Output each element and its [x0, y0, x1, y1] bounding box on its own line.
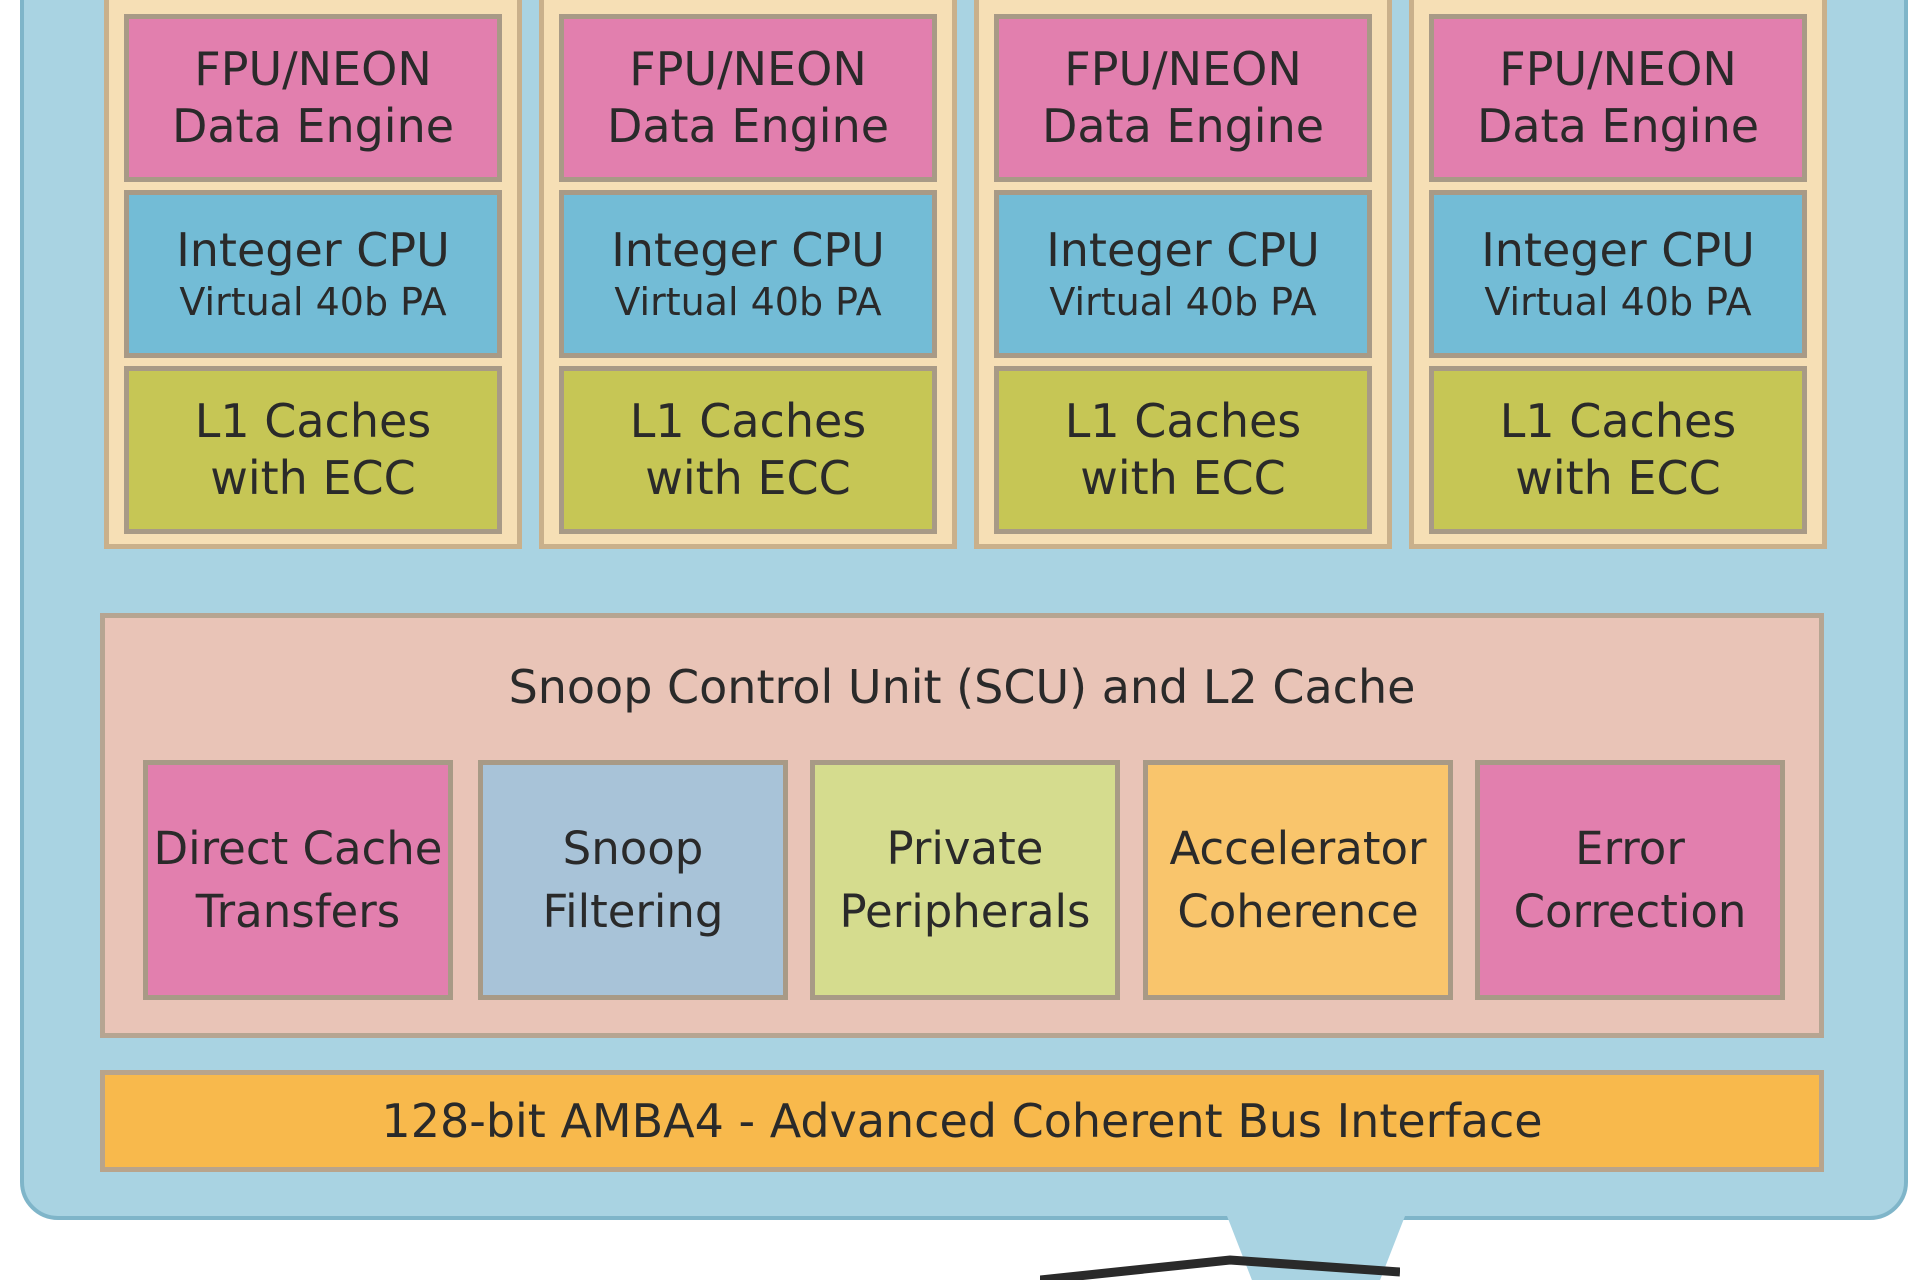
fpu-neon-block: FPU/NEON Data Engine	[124, 14, 502, 182]
amba4-bus-interface: 128-bit AMBA4 - Advanced Coherent Bus In…	[100, 1070, 1824, 1172]
fpu-title: FPU/NEON	[629, 41, 867, 96]
feature-label-line2: Correction	[1513, 885, 1747, 938]
l1-cache-title: L1 Caches	[1499, 393, 1737, 448]
feature-snoop-filtering: Snoop Filtering	[478, 760, 788, 1000]
fpu-title: FPU/NEON	[194, 41, 432, 96]
bus-label: 128-bit AMBA4 - Advanced Coherent Bus In…	[381, 1094, 1543, 1148]
connector-wire	[1040, 1255, 1400, 1280]
core-0: FPU/NEON Data Engine Integer CPU Virtual…	[104, 0, 522, 549]
feature-label-line2: Filtering	[542, 885, 724, 938]
feature-label-line1: Snoop	[562, 822, 704, 875]
l1-cache-title: L1 Caches	[194, 393, 432, 448]
feature-private-peripherals: Private Peripherals	[810, 760, 1120, 1000]
fpu-subtitle: Data Engine	[1476, 99, 1760, 153]
integer-cpu-title: Integer CPU	[611, 222, 885, 277]
core-2: FPU/NEON Data Engine Integer CPU Virtual…	[974, 0, 1392, 549]
processor-cluster: FPU/NEON Data Engine Integer CPU Virtual…	[20, 0, 1908, 1220]
integer-cpu-block: Integer CPU Virtual 40b PA	[1429, 190, 1807, 358]
fpu-neon-block: FPU/NEON Data Engine	[994, 14, 1372, 182]
feature-label-line1: Direct Cache	[153, 822, 443, 875]
integer-cpu-subtitle: Virtual 40b PA	[614, 280, 882, 324]
integer-cpu-subtitle: Virtual 40b PA	[179, 280, 447, 324]
fpu-neon-block: FPU/NEON Data Engine	[559, 14, 937, 182]
feature-accelerator-coherence: Accelerator Coherence	[1143, 760, 1453, 1000]
l1-cache-block: L1 Caches with ECC	[994, 366, 1372, 534]
l1-cache-subtitle: with ECC	[1515, 451, 1721, 505]
scu-title: Snoop Control Unit (SCU) and L2 Cache	[508, 660, 1416, 714]
l1-cache-subtitle: with ECC	[1080, 451, 1286, 505]
fpu-title: FPU/NEON	[1064, 41, 1302, 96]
l1-cache-block: L1 Caches with ECC	[559, 366, 937, 534]
core-1: FPU/NEON Data Engine Integer CPU Virtual…	[539, 0, 957, 549]
l1-cache-subtitle: with ECC	[645, 451, 851, 505]
feature-label-line1: Error	[1575, 822, 1685, 875]
integer-cpu-block: Integer CPU Virtual 40b PA	[124, 190, 502, 358]
feature-direct-cache-transfers: Direct Cache Transfers	[143, 760, 453, 1000]
l1-cache-title: L1 Caches	[1064, 393, 1302, 448]
feature-error-correction: Error Correction	[1475, 760, 1785, 1000]
core-3: FPU/NEON Data Engine Integer CPU Virtual…	[1409, 0, 1827, 549]
feature-label-line2: Transfers	[195, 885, 401, 938]
integer-cpu-block: Integer CPU Virtual 40b PA	[994, 190, 1372, 358]
integer-cpu-title: Integer CPU	[1046, 222, 1320, 277]
l1-cache-block: L1 Caches with ECC	[124, 366, 502, 534]
l1-cache-block: L1 Caches with ECC	[1429, 366, 1807, 534]
feature-label-line2: Coherence	[1177, 885, 1419, 938]
snoop-control-unit: Snoop Control Unit (SCU) and L2 Cache Di…	[100, 613, 1824, 1038]
integer-cpu-subtitle: Virtual 40b PA	[1049, 280, 1317, 324]
integer-cpu-subtitle: Virtual 40b PA	[1484, 280, 1752, 324]
feature-label-line1: Accelerator	[1169, 822, 1427, 875]
fpu-neon-block: FPU/NEON Data Engine	[1429, 14, 1807, 182]
fpu-subtitle: Data Engine	[1041, 99, 1325, 153]
l1-cache-subtitle: with ECC	[210, 451, 416, 505]
feature-label-line2: Peripherals	[839, 885, 1091, 938]
l1-cache-title: L1 Caches	[629, 393, 867, 448]
fpu-subtitle: Data Engine	[171, 99, 455, 153]
feature-label-line1: Private	[886, 822, 1044, 875]
fpu-title: FPU/NEON	[1499, 41, 1737, 96]
integer-cpu-title: Integer CPU	[176, 222, 450, 277]
integer-cpu-block: Integer CPU Virtual 40b PA	[559, 190, 937, 358]
fpu-subtitle: Data Engine	[606, 99, 890, 153]
integer-cpu-title: Integer CPU	[1481, 222, 1755, 277]
